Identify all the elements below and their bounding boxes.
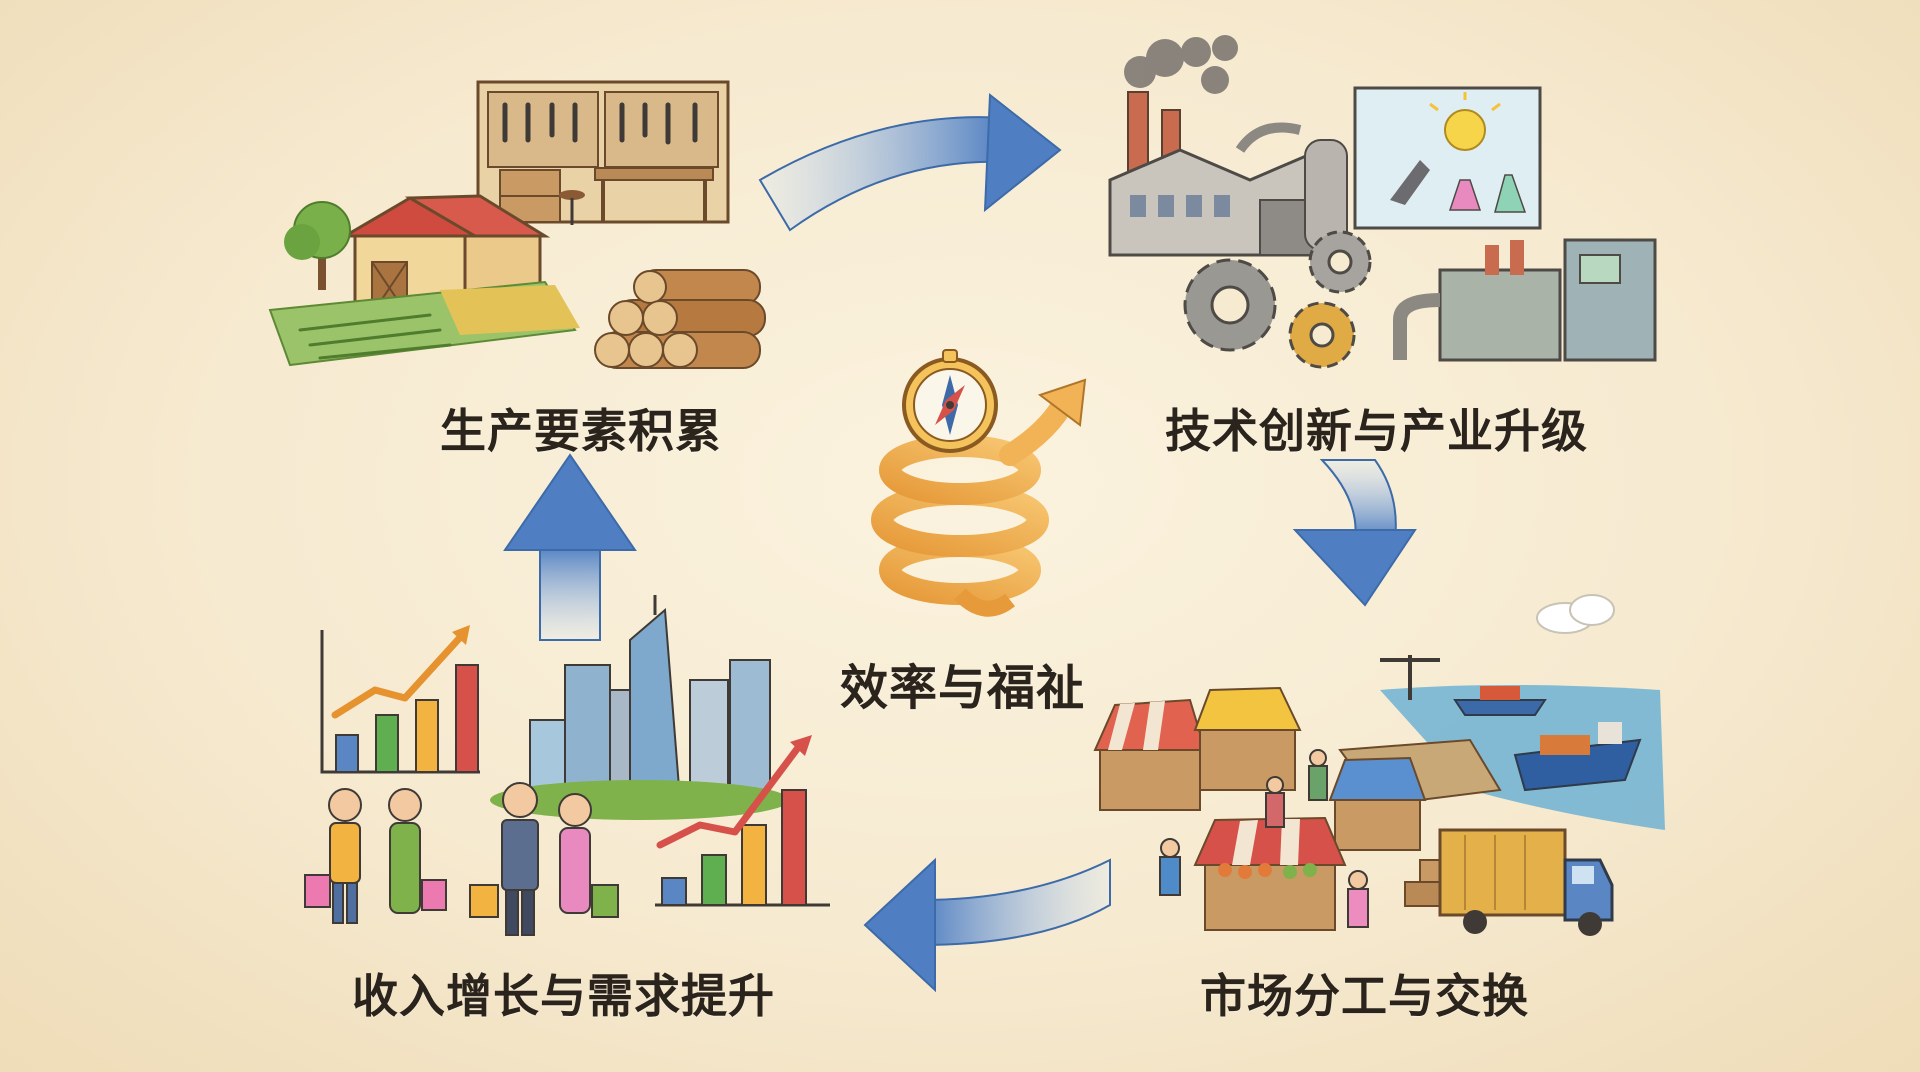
node-label-market-exchange: 市场分工与交换 xyxy=(1200,969,1529,1023)
city-charts-shoppers-illustration xyxy=(304,595,830,936)
center-label: 效率与福祉 xyxy=(840,660,1086,716)
flow-arrow-left xyxy=(503,453,637,641)
flow-arrow-bottom xyxy=(863,857,1111,993)
flow-arrow-right xyxy=(1292,459,1417,607)
farm-workshop-timber-illustration xyxy=(268,80,766,369)
flow-arrow-top xyxy=(758,93,1062,232)
node-label-innovation-upgrade: 技术创新与产业升级 xyxy=(1165,404,1588,458)
compass-icon xyxy=(902,349,998,453)
node-label-factor-accumulation: 生产要素积累 xyxy=(440,404,722,458)
node-label-income-demand: 收入增长与需求提升 xyxy=(352,969,775,1023)
growth-spiral xyxy=(871,378,1087,617)
market-port-truck-illustration xyxy=(1093,594,1665,936)
factory-gears-lab-illustration xyxy=(1108,35,1657,369)
